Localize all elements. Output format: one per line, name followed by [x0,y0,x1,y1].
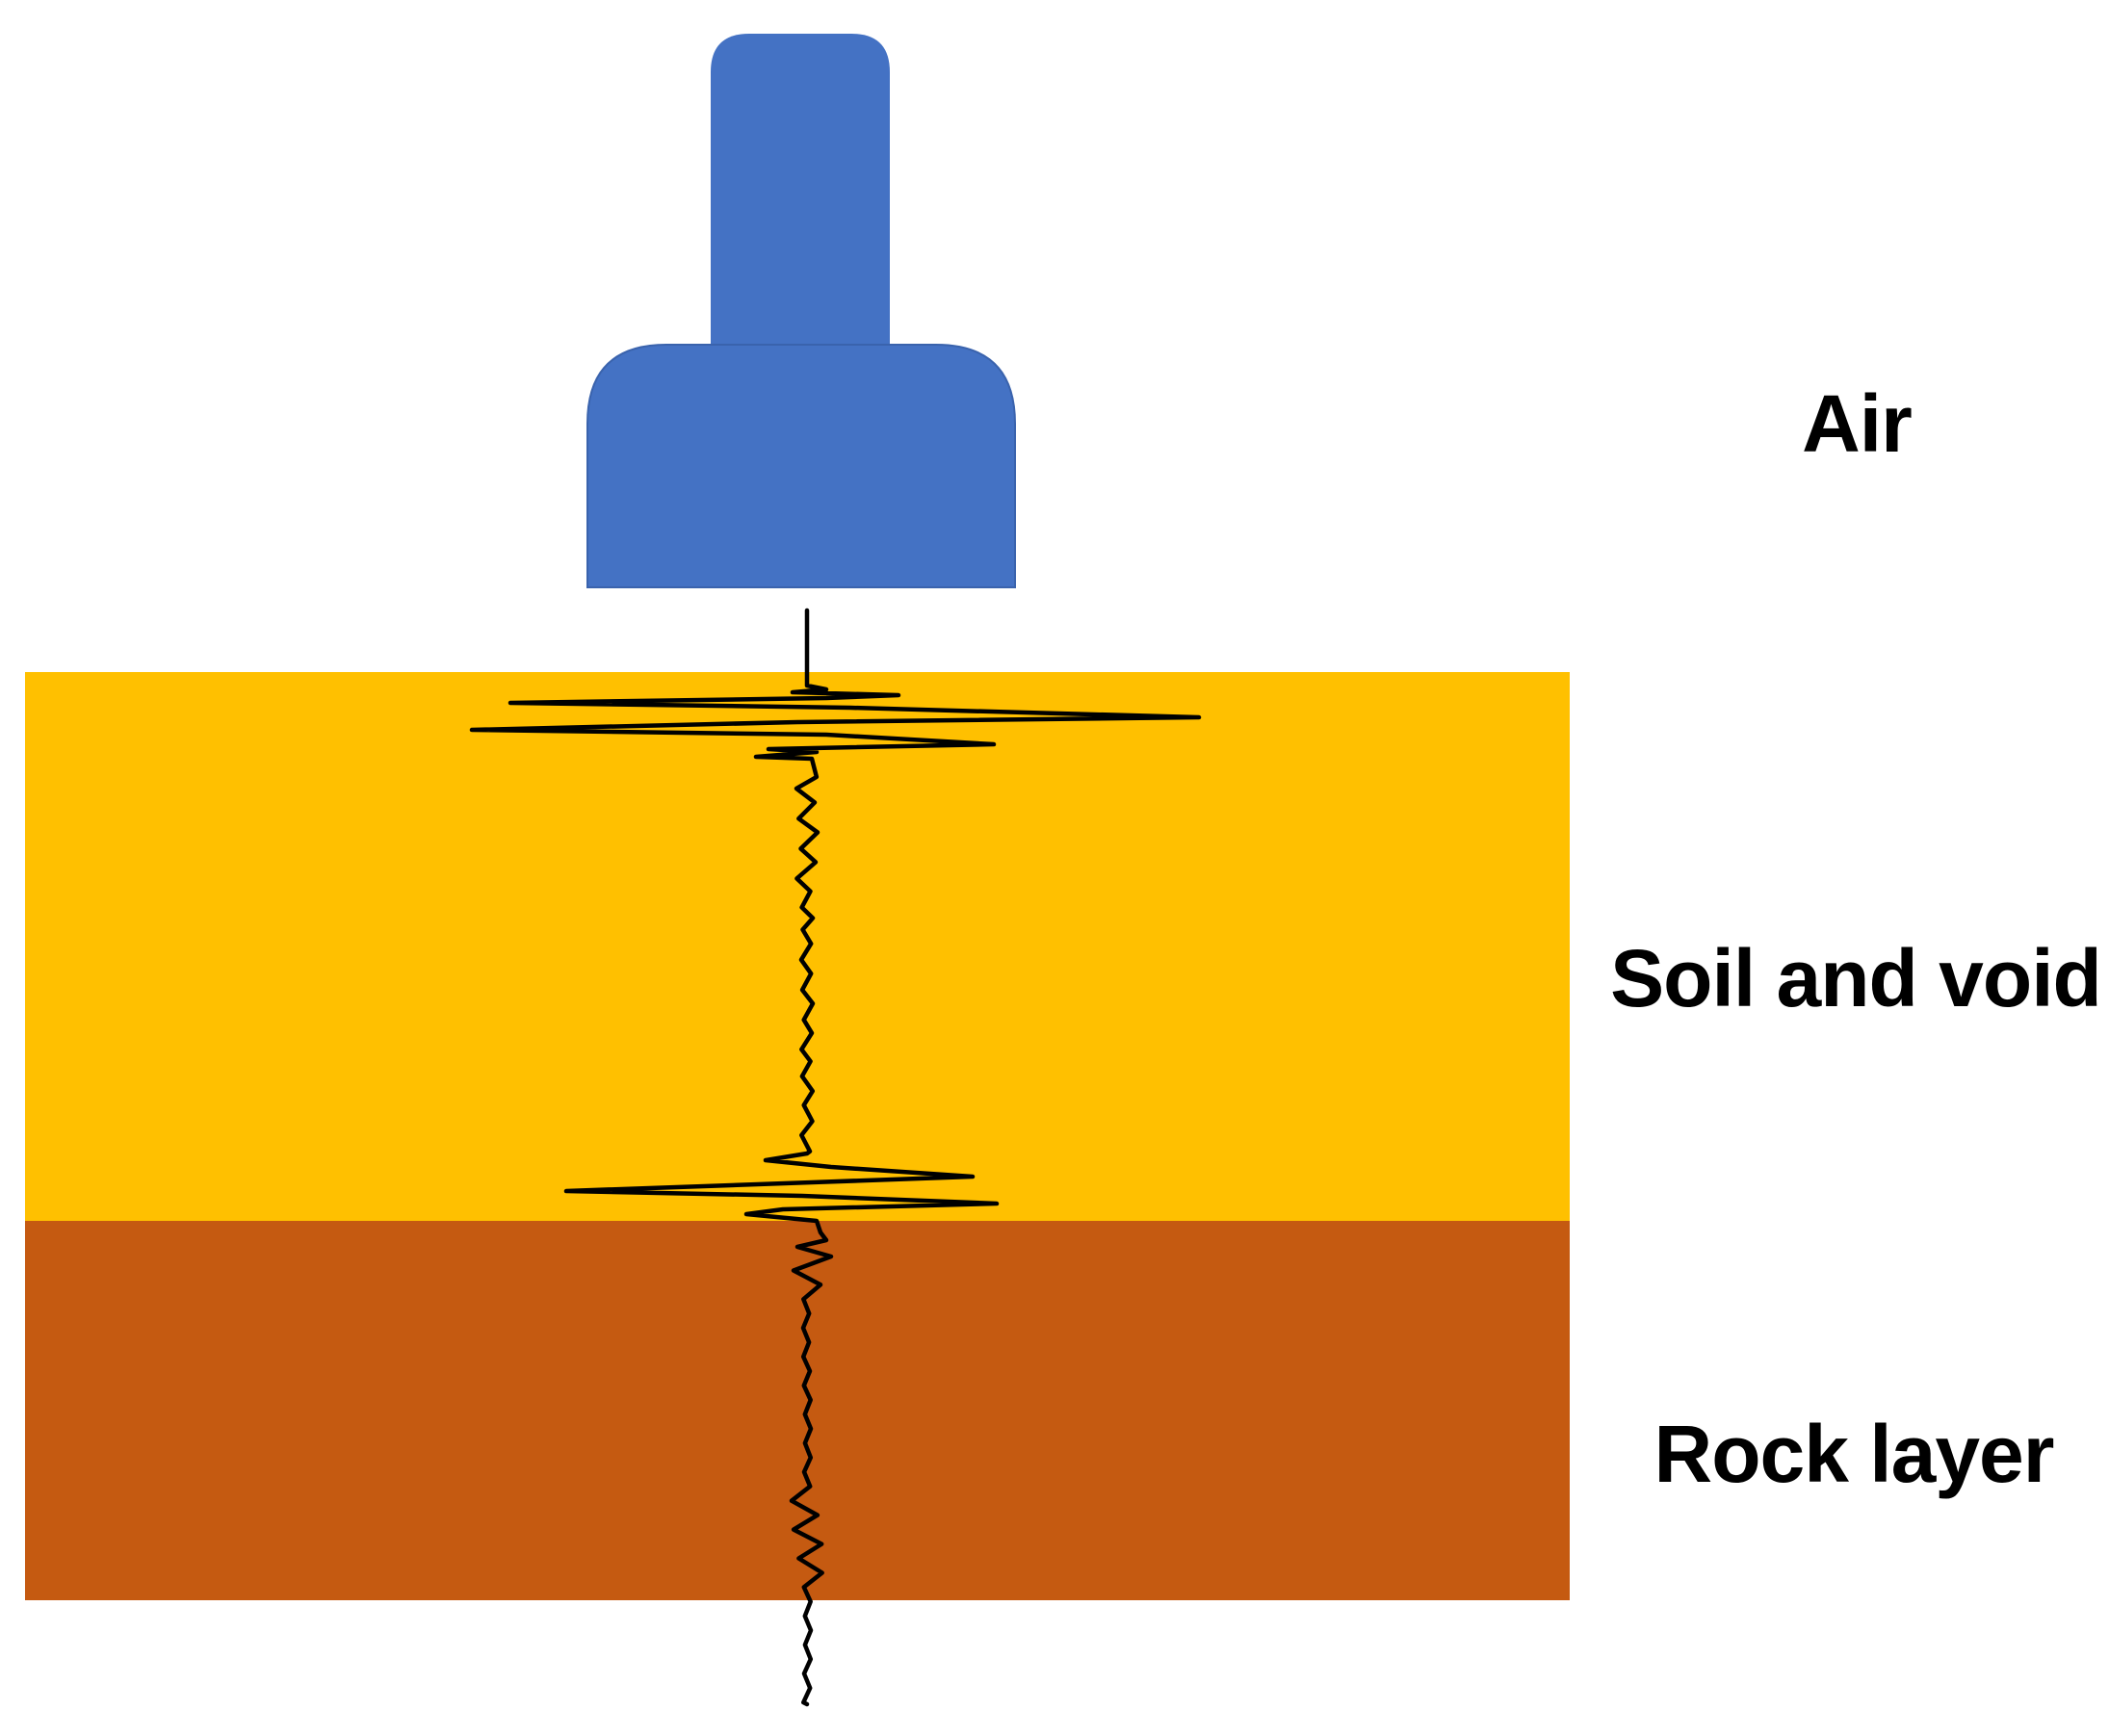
soil-and-void-label: Soil and void [1610,933,2102,1023]
antenna-base [586,344,1016,588]
antenna-stem [711,34,890,345]
rock-layer [25,1221,1570,1600]
soil-layer [25,672,1570,1221]
gpr-antenna-icon [586,34,1016,588]
rock-layer-label: Rock layer [1653,1409,2055,1499]
air-label: Air [1802,378,1913,469]
radar-signal-trace [469,608,1202,1707]
